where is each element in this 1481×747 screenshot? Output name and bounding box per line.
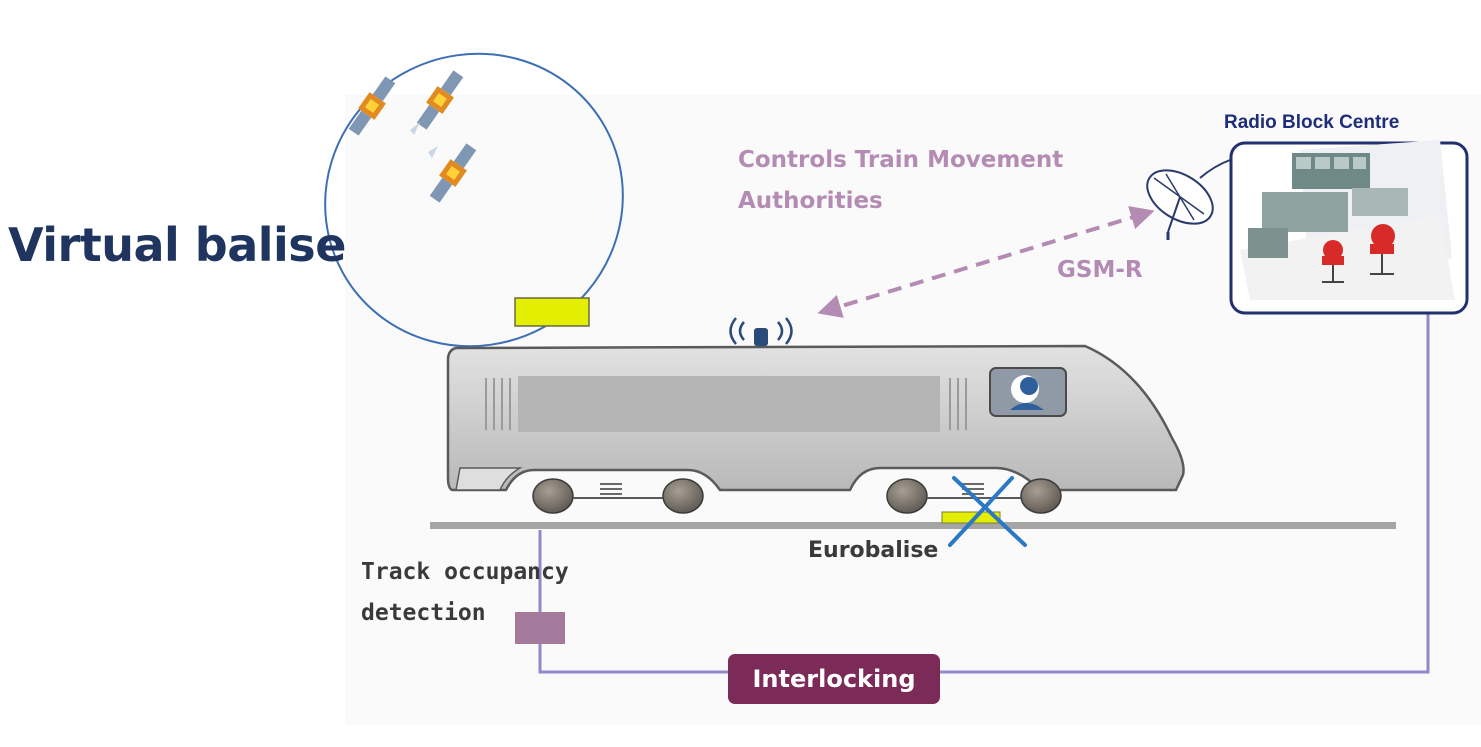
cross-icon bbox=[948, 476, 1027, 547]
satellite-icon bbox=[429, 143, 477, 203]
train-wheel bbox=[886, 478, 928, 514]
interlocking-label: Interlocking bbox=[752, 665, 916, 693]
gsm-r-label: GSM-R bbox=[1057, 257, 1143, 283]
radio-block-centre-label: Radio Block Centre bbox=[1224, 112, 1400, 133]
control-room-icon bbox=[1240, 140, 1455, 300]
movement-authorities-line2: Authorities bbox=[738, 188, 883, 214]
interlocking-box: Interlocking bbox=[728, 654, 940, 704]
track-occupancy-link bbox=[538, 530, 728, 674]
satellite-dish-icon bbox=[1146, 159, 1231, 240]
train-wheel bbox=[662, 478, 704, 514]
movement-authorities-line1: Controls Train Movement bbox=[738, 147, 1064, 173]
train-wheel bbox=[1020, 478, 1062, 514]
radio-antenna-icon bbox=[729, 317, 793, 346]
page-title: Virtual balise bbox=[8, 218, 346, 272]
virtual-balise-marker bbox=[514, 297, 590, 327]
train-skirt bbox=[455, 467, 523, 491]
track-rail bbox=[430, 522, 1396, 529]
track-occupancy-line2: detection bbox=[361, 600, 486, 626]
rbc-link bbox=[940, 312, 1430, 674]
satellite-coverage-ellipse bbox=[324, 52, 624, 348]
track-occupancy-line1: Track occupancy bbox=[361, 559, 569, 585]
train-window-band bbox=[518, 376, 940, 432]
track-occupancy-label: Track occupancy detection bbox=[361, 552, 569, 634]
bogie-sensor bbox=[600, 483, 984, 495]
train-vents bbox=[485, 378, 967, 430]
train-wheel bbox=[532, 478, 574, 514]
satellite-beam-icon bbox=[410, 122, 420, 135]
satellite-icon bbox=[416, 70, 464, 130]
movement-authorities-label: Controls Train Movement Authorities bbox=[738, 140, 1063, 222]
driver-icon bbox=[1010, 375, 1044, 410]
gsm-r-link-arrow bbox=[817, 206, 1155, 318]
eurobalise-label: Eurobalise bbox=[808, 538, 939, 563]
track-occupancy-sensor bbox=[515, 612, 565, 644]
satellite-icon bbox=[348, 76, 396, 136]
satellite-beam-icon bbox=[428, 146, 438, 158]
